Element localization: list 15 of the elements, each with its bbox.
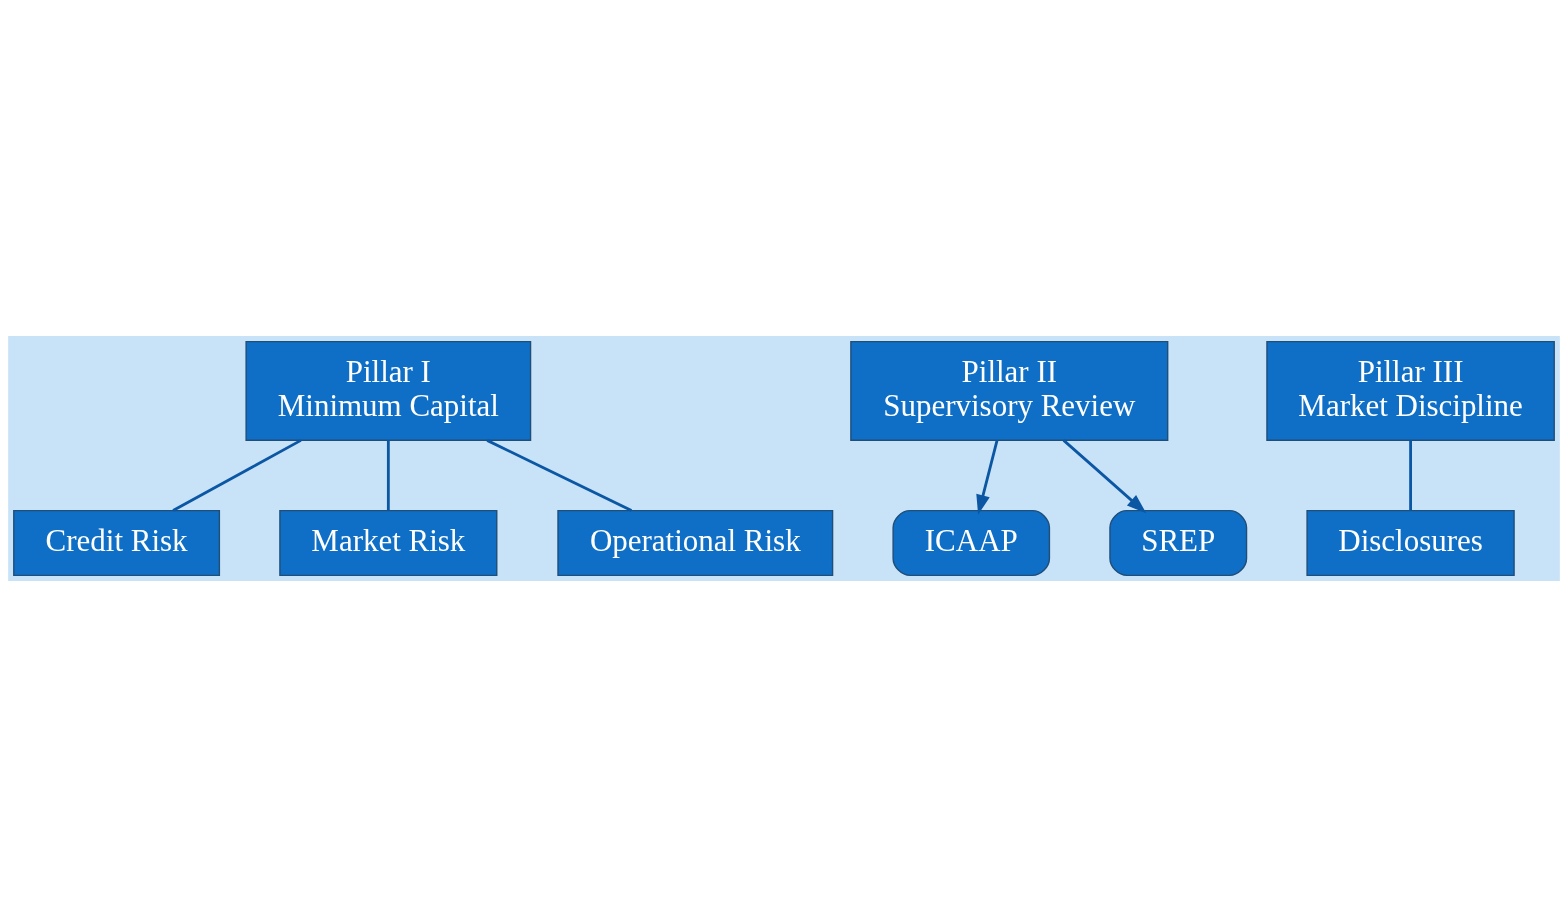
connector <box>172 438 302 512</box>
node-box: Disclosures <box>1306 509 1515 576</box>
node-box: Pillar I Minimum Capital <box>245 340 532 441</box>
node-box: Market Risk <box>279 509 498 576</box>
node-box: ICAAP <box>892 509 1051 576</box>
node-box: SREP <box>1109 509 1248 576</box>
node-box: Pillar II Supervisory Review <box>850 340 1169 441</box>
arrow <box>976 439 999 515</box>
node-box: Credit Risk <box>13 509 221 576</box>
node-box: Operational Risk <box>557 509 834 576</box>
node-box: Pillar III Market Discipline <box>1266 340 1555 441</box>
connector <box>1409 439 1412 511</box>
arrow <box>1062 438 1147 513</box>
connector <box>386 439 390 511</box>
connector <box>486 438 633 512</box>
